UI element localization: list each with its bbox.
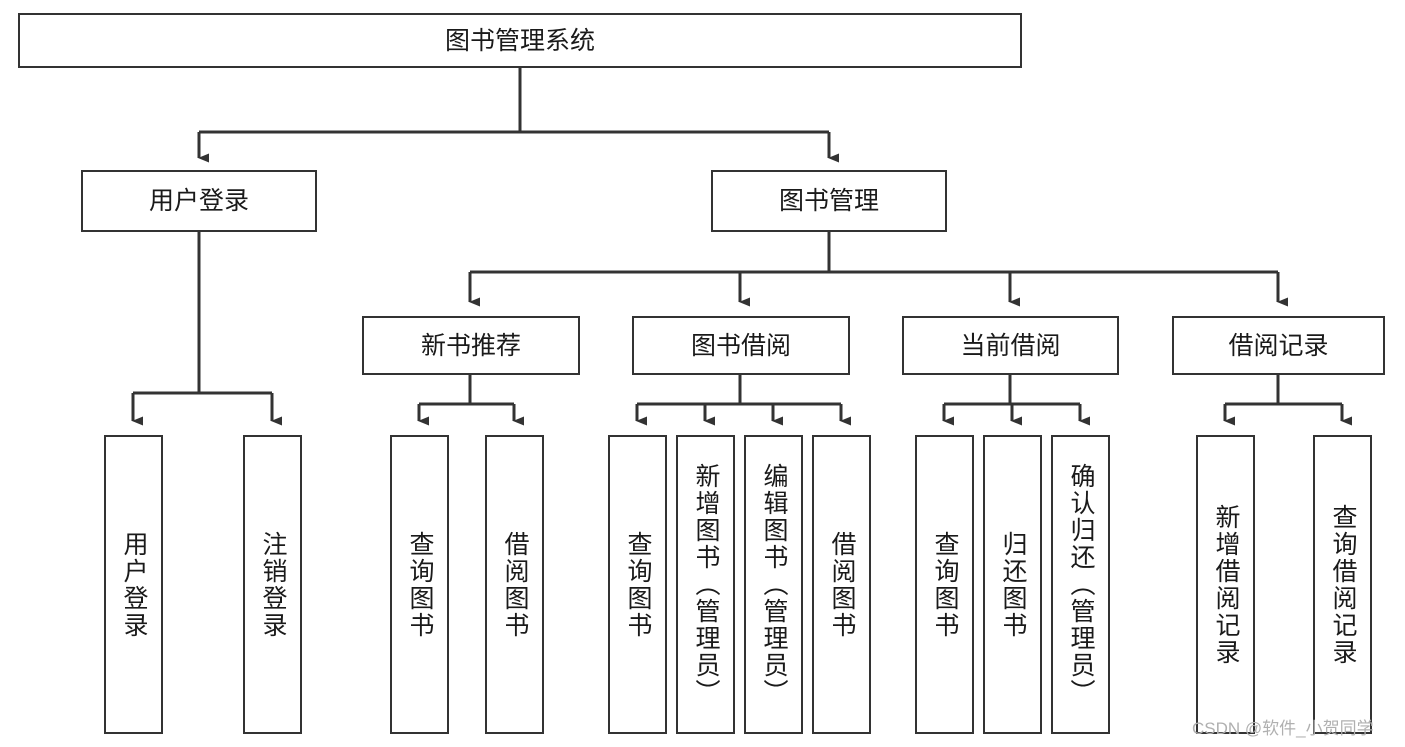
node-label: 归还图书 xyxy=(999,530,1027,639)
node-label: 借阅记录 xyxy=(1228,331,1329,360)
node-book-borrow[interactable]: 图书借阅 xyxy=(632,316,850,375)
node-label: 新增借阅记录 xyxy=(1212,503,1240,666)
node-label: 图书借阅 xyxy=(690,331,791,360)
node-root-system[interactable]: 图书管理系统 xyxy=(18,13,1022,68)
node-label: 查询图书 xyxy=(624,530,652,639)
leaf-borrow-edit-book[interactable]: 编辑图书（管理员） xyxy=(744,435,803,734)
leaf-user-login[interactable]: 用户登录 xyxy=(104,435,163,734)
node-user-login[interactable]: 用户登录 xyxy=(81,170,317,232)
leaf-borrow-add-book[interactable]: 新增图书（管理员） xyxy=(676,435,735,734)
watermark-text: CSDN @软件_小贺同学 xyxy=(1192,719,1374,738)
leaf-borrow-borrow-book[interactable]: 借阅图书 xyxy=(812,435,871,734)
node-label: 图书管理系统 xyxy=(444,26,595,55)
node-label: 用户登录 xyxy=(120,530,148,639)
node-label: 查询图书 xyxy=(931,530,959,639)
node-borrow-record[interactable]: 借阅记录 xyxy=(1172,316,1385,375)
node-label: 用户登录 xyxy=(148,187,249,215)
leaf-current-query-book[interactable]: 查询图书 xyxy=(915,435,974,734)
node-book-management[interactable]: 图书管理 xyxy=(711,170,947,232)
leaf-recommend-borrow-book[interactable]: 借阅图书 xyxy=(485,435,544,734)
node-label: 新书推荐 xyxy=(420,331,521,360)
leaf-user-logout[interactable]: 注销登录 xyxy=(243,435,302,734)
leaf-record-query-record[interactable]: 查询借阅记录 xyxy=(1313,435,1372,734)
leaf-current-return-book[interactable]: 归还图书 xyxy=(983,435,1042,734)
node-label: 确认归还（管理员） xyxy=(1067,463,1095,706)
node-label: 查询借阅记录 xyxy=(1329,503,1357,666)
leaf-current-confirm-return[interactable]: 确认归还（管理员） xyxy=(1051,435,1110,734)
leaf-record-add-record[interactable]: 新增借阅记录 xyxy=(1196,435,1255,734)
leaf-recommend-query-book[interactable]: 查询图书 xyxy=(390,435,449,734)
node-label: 借阅图书 xyxy=(501,530,529,639)
node-new-book-recommend[interactable]: 新书推荐 xyxy=(362,316,580,375)
node-label: 注销登录 xyxy=(259,530,287,639)
node-label: 新增图书（管理员） xyxy=(692,463,720,706)
leaf-borrow-query-book[interactable]: 查询图书 xyxy=(608,435,667,734)
node-label: 查询图书 xyxy=(406,530,434,639)
node-current-borrow[interactable]: 当前借阅 xyxy=(902,316,1119,375)
node-label: 编辑图书（管理员） xyxy=(760,463,788,706)
node-label: 当前借阅 xyxy=(960,331,1061,360)
node-label: 图书管理 xyxy=(778,187,879,215)
node-label: 借阅图书 xyxy=(828,530,856,639)
